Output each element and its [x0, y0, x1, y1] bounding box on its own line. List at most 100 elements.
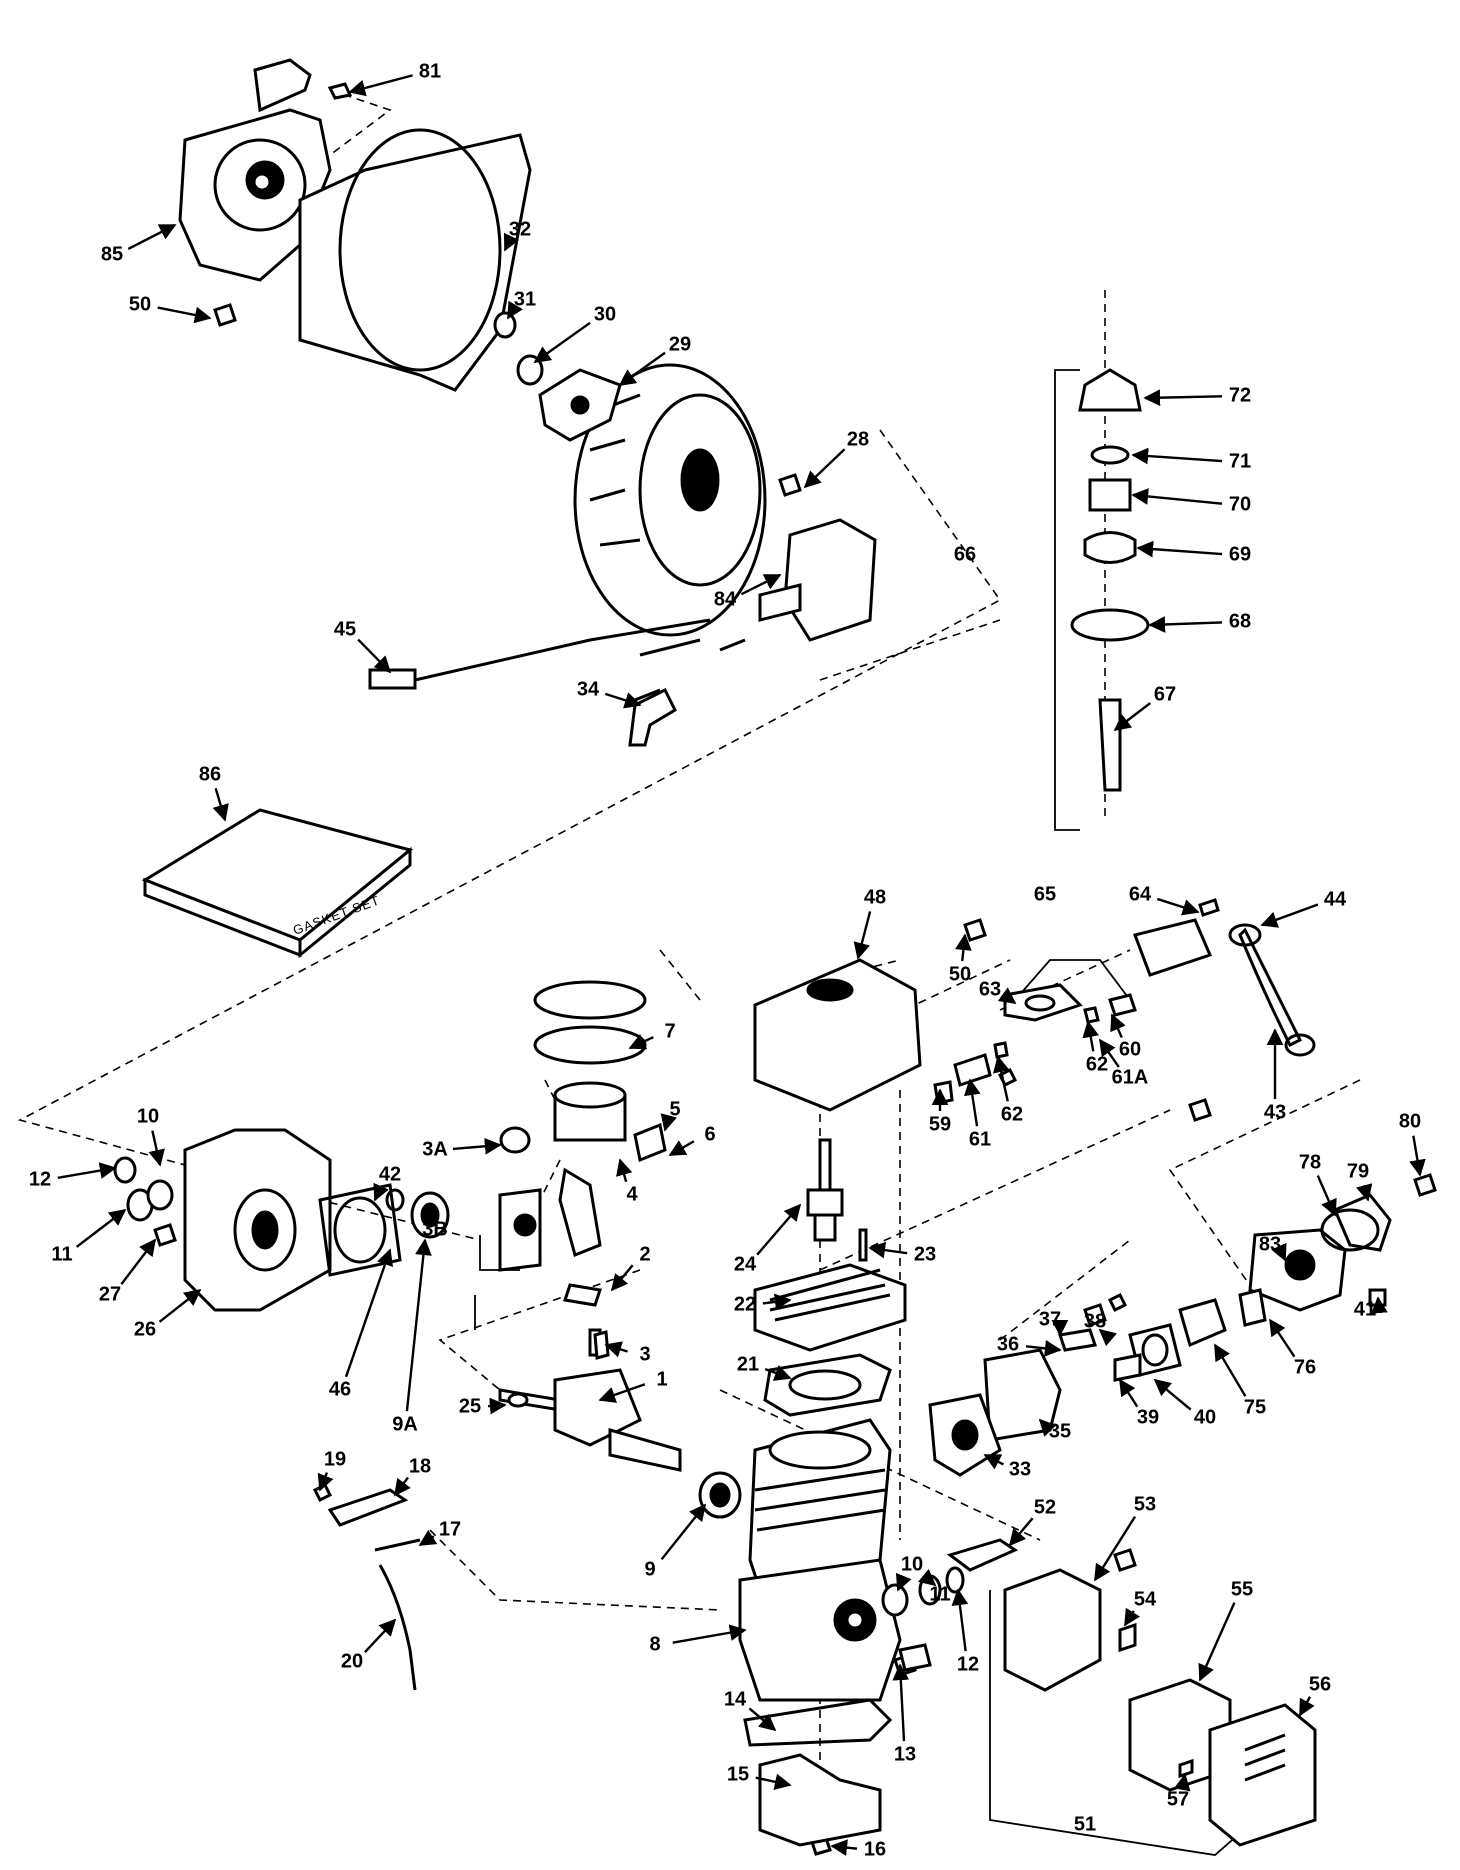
- part-label-28: 28: [847, 428, 869, 450]
- part-label-34: 34: [577, 678, 600, 700]
- leader-arrow-9a: [405, 1238, 432, 1412]
- part-label-80: 80: [1399, 1110, 1421, 1132]
- leader-arrow-2: [610, 1264, 634, 1292]
- part-label-12: 12: [29, 1168, 51, 1190]
- part-ignition-module: [758, 518, 877, 642]
- part-label-81: 81: [419, 60, 441, 82]
- leader-arrow-56: [1298, 1696, 1315, 1717]
- part-label-50: 50: [949, 963, 971, 985]
- part-label-71: 71: [1229, 450, 1251, 472]
- leader-arrow-80: [1409, 1135, 1426, 1177]
- leader-arrow-12: [57, 1162, 117, 1179]
- leader-arrow-83: [1271, 1242, 1287, 1262]
- leader-arrow-53: [1093, 1516, 1137, 1582]
- part-gasket-set-box: GASKET SET: [141, 808, 414, 959]
- part-label-60: 60: [1119, 1038, 1141, 1060]
- leader-arrow-11: [75, 1208, 127, 1248]
- part-label-86: 86: [199, 763, 221, 785]
- part-label-32: 32: [509, 218, 531, 240]
- part-governor-and-links: [312, 1482, 421, 1691]
- leader-arrow-3a: [452, 1137, 502, 1155]
- part-label-5: 5: [669, 1098, 680, 1120]
- part-label-26: 26: [134, 1318, 156, 1340]
- leader-arrow-19: [317, 1472, 334, 1492]
- leader-arrow-6: [668, 1140, 695, 1157]
- part-label-4: 4: [626, 1183, 638, 1205]
- leader-arrow-10: [148, 1130, 165, 1167]
- part-label-72: 72: [1229, 384, 1251, 406]
- leader-arrow-9: [660, 1503, 707, 1561]
- leader-arrow-86: [212, 787, 229, 822]
- part-label-16: 16: [864, 1838, 886, 1860]
- part-label-39: 39: [1137, 1406, 1159, 1428]
- leader-arrow-54: [1123, 1607, 1141, 1627]
- part-muffler-assembly: [946, 1538, 1317, 1847]
- leader-arrow-22: [762, 1293, 792, 1311]
- leader-arrow-44: [1260, 903, 1319, 928]
- leader-arrow-62: [1082, 1020, 1099, 1052]
- part-label-76: 76: [1294, 1356, 1316, 1378]
- part-label-27: 27: [99, 1283, 121, 1305]
- part-label-52: 52: [1034, 1496, 1056, 1518]
- leader-arrow-35: [1038, 1418, 1057, 1437]
- part-label-67: 67: [1154, 683, 1176, 705]
- part-starter-housing: [178, 58, 332, 282]
- part-label-68: 68: [1229, 610, 1251, 632]
- part-label-51: 51: [1074, 1813, 1096, 1835]
- leader-arrow-78: [1316, 1175, 1337, 1217]
- part-label-64: 64: [1129, 883, 1152, 905]
- part-label-62: 62: [1001, 1103, 1023, 1125]
- leader-arrow-10: [895, 1572, 912, 1592]
- part-blower-housing: [298, 128, 532, 392]
- part-fuel-line-and-clamps: [1228, 923, 1316, 1057]
- part-label-30: 30: [594, 303, 616, 325]
- part-clutch-and-washers: [493, 311, 622, 442]
- part-label-45: 45: [334, 618, 356, 640]
- part-label-33: 33: [1009, 1458, 1031, 1480]
- part-label-12: 12: [957, 1653, 979, 1675]
- part-label-69: 69: [1229, 543, 1251, 565]
- leader-arrow-14: [748, 1707, 777, 1732]
- leader-arrow-79: [1355, 1183, 1373, 1202]
- leader-arrow-12: [951, 1588, 969, 1652]
- part-label-7: 7: [664, 1020, 675, 1042]
- part-label-44: 44: [1324, 888, 1347, 910]
- leader-arrow-27: [120, 1238, 157, 1285]
- leader-arrow-70: [1131, 488, 1223, 505]
- part-cylinder-shield: [753, 958, 922, 1112]
- leader-arrow-25: [487, 1397, 507, 1415]
- leader-arrow-29: [618, 351, 666, 386]
- part-label-43: 43: [1264, 1101, 1286, 1123]
- part-exhaust-gaskets-and-fittings: [933, 898, 1220, 1105]
- part-label-24: 24: [734, 1253, 757, 1275]
- part-label-8: 8: [649, 1633, 660, 1655]
- leader-arrow-31: [506, 300, 523, 320]
- part-label-66: 66: [954, 543, 976, 565]
- leader-arrow-32: [503, 232, 520, 252]
- leader-arrow-21: [764, 1365, 792, 1381]
- leader-arrow-17: [418, 1529, 438, 1547]
- leader-arrows: [57, 74, 1426, 1856]
- leader-arrow-7: [628, 1034, 654, 1050]
- leader-arrow-85: [127, 223, 177, 251]
- part-label-23: 23: [914, 1243, 936, 1265]
- part-label-57: 57: [1167, 1788, 1189, 1810]
- leader-arrow-15: [755, 1773, 792, 1791]
- leader-arrow-18: [393, 1476, 411, 1497]
- part-label-10: 10: [901, 1553, 923, 1575]
- part-label-25: 25: [459, 1395, 481, 1417]
- leader-arrow-33: [983, 1453, 1005, 1470]
- part-label-79: 79: [1347, 1160, 1369, 1182]
- leader-arrow-36: [1025, 1340, 1062, 1357]
- part-flywheel: [573, 363, 767, 637]
- part-spark-plug: [806, 1138, 844, 1242]
- part-label-75: 75: [1244, 1396, 1266, 1418]
- part-label-48: 48: [864, 886, 886, 908]
- leader-arrow-81: [348, 74, 413, 97]
- leader-arrow-75: [1213, 1343, 1247, 1397]
- leader-arrow-84: [740, 573, 782, 596]
- part-label-61: 61: [969, 1128, 991, 1150]
- part-label-31: 31: [514, 288, 536, 310]
